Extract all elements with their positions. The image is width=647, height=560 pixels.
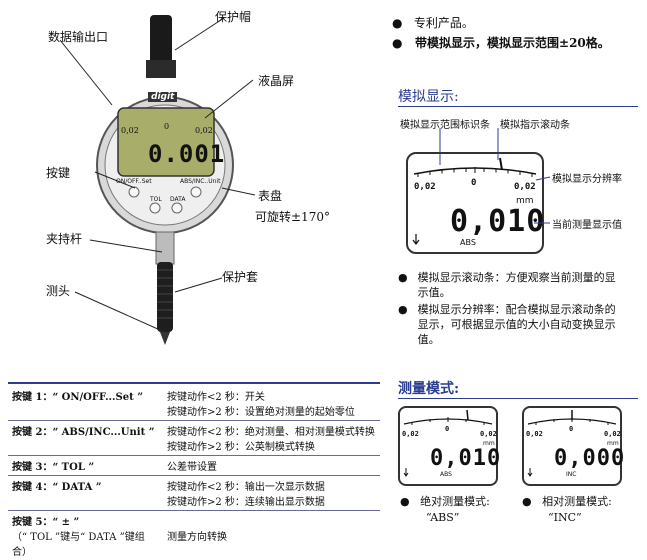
analog-bullet-2: ●模拟显示分辨率：配合模拟显示滚动条的显示，可根据显示值的大小自动变换显示值。 (398, 302, 623, 347)
inc-scale-left: 0,02 (526, 430, 543, 438)
inc-mode: INC (566, 471, 576, 478)
action-cell: 按键动作<2 秒：开关按键动作>2 秒：设置绝对测量的起始零位 (163, 386, 380, 421)
table-row: 按键 1：“ ON/OFF...Set ” 按键动作<2 秒：开关按键动作>2 … (8, 386, 380, 421)
abs-reading: 0,010 (430, 446, 501, 471)
measure-title-rule (398, 398, 638, 399)
table-row: 按键 3：“ TOL ” 公差带设置 (8, 456, 380, 476)
key-cell: 按键 3：“ TOL ” (8, 456, 163, 476)
key-cell: 按键 5：“ ± ”（“ TOL ”键与“ DATA ”键组合） (8, 511, 163, 560)
abs-scale-mid: 0 (445, 425, 449, 433)
inc-unit: mm (607, 440, 619, 447)
analog-leaders (0, 0, 647, 260)
inc-reading: 0,000 (554, 446, 625, 471)
keys-table-container: 按键 1：“ ON/OFF...Set ” 按键动作<2 秒：开关按键动作>2 … (8, 382, 380, 560)
keys-table-top-rule (8, 382, 380, 384)
label-protective-sleeve: 保护套 (222, 268, 258, 285)
abs-scale-left: 0,02 (402, 430, 419, 438)
abs-mode: ABS (440, 471, 452, 478)
table-row: 按键 2：“ ABS/INC...Unit ” 按键动作<2 秒：绝对测量、相对… (8, 421, 380, 456)
action-cell: 按键动作<2 秒：输出一次显示数据按键动作>2 秒：连续输出显示数据 (163, 476, 380, 511)
key-cell: 按键 2：“ ABS/INC...Unit ” (8, 421, 163, 456)
inc-caption: ● 相对测量模式: “INC” (522, 494, 612, 526)
key-cell: 按键 1：“ ON/OFF...Set ” (8, 386, 163, 421)
inc-scale-mid: 0 (569, 425, 573, 433)
table-row: 按键 5：“ ± ”（“ TOL ”键与“ DATA ”键组合） 测量方向转换 (8, 511, 380, 560)
abs-unit: mm (483, 440, 495, 447)
abs-scale-right: 0,02 (480, 430, 497, 438)
label-probe: 测头 (46, 282, 70, 299)
action-cell: 公差带设置 (163, 456, 380, 476)
analog-bullet-1: ●模拟显示滚动条：方便观察当前测量的显示值。 (398, 270, 623, 300)
action-cell: 按键动作<2 秒：绝对测量、相对测量模式转换按键动作>2 秒：公英制模式转换 (163, 421, 380, 456)
abs-caption: ● 绝对测量模式: “ABS” (400, 494, 490, 526)
measure-title: 测量模式: (398, 378, 459, 398)
key-cell: 按键 4：“ DATA ” (8, 476, 163, 511)
table-row: 按键 4：“ DATA ” 按键动作<2 秒：输出一次显示数据按键动作>2 秒：… (8, 476, 380, 511)
action-cell: 测量方向转换 (163, 511, 380, 560)
inc-scale-right: 0,02 (604, 430, 621, 438)
